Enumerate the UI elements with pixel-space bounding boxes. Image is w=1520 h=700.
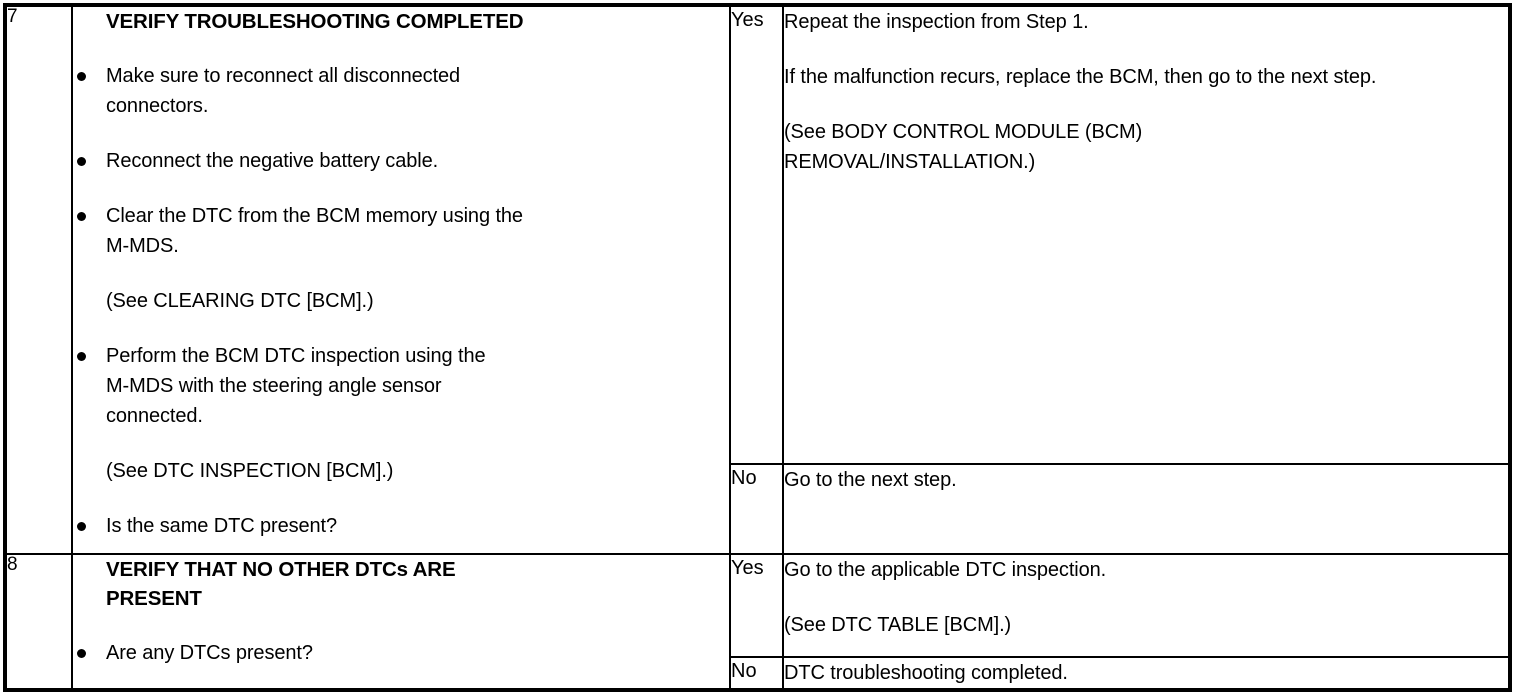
answer-label-no-7: No (729, 463, 784, 555)
list-item: Is the same DTC present? (73, 511, 729, 541)
reference-note: (See DTC INSPECTION [BCM].) (106, 460, 394, 482)
list-item: Perform the BCM DTC inspection using the… (73, 341, 729, 431)
troubleshooting-sheet: 7 VERIFY TROUBLESHOOTING COMPLETED Make … (3, 3, 1512, 692)
inspection-list-7-cont: Perform the BCM DTC inspection using the… (73, 341, 729, 431)
bullet-icon (77, 352, 86, 361)
list-item: Clear the DTC from the BCM memory using … (73, 201, 729, 261)
answer-label: Yes (731, 557, 764, 579)
reference-note: (See CLEARING DTC [BCM].) (106, 290, 374, 312)
inspection-cell-8: VERIFY THAT NO OTHER DTCs ARE PRESENT Ar… (71, 553, 731, 691)
action-line: (See DTC TABLE [BCM].) (784, 614, 1012, 636)
list-item-line: M-MDS with the steering angle sensor (106, 375, 442, 397)
answer-label-yes-8: Yes (729, 553, 784, 658)
bullet-icon (77, 522, 86, 531)
action-paragraph: Go to the applicable DTC inspection. (784, 555, 1508, 585)
action-paragraph: DTC troubleshooting completed. (784, 658, 1508, 688)
list-item: Reconnect the negative battery cable. (73, 146, 729, 176)
answer-label: No (731, 660, 757, 682)
action-line: If the malfunction recurs, replace the B… (784, 66, 1328, 88)
step-heading-line: PRESENT (106, 587, 202, 610)
answer-label-no-8: No (729, 656, 784, 691)
action-cell-no-7: Go to the next step. (782, 463, 1511, 555)
action-paragraph: If the malfunction recurs, replace the B… (784, 62, 1508, 92)
action-cell-yes-7: Repeat the inspection from Step 1. If th… (782, 4, 1511, 465)
list-item-line: Is the same DTC present? (106, 515, 338, 537)
list-item: Make sure to reconnect all disconnected … (73, 61, 729, 121)
table-row: No Go to the next step. (5, 463, 1511, 555)
inspection-cell-7: VERIFY TROUBLESHOOTING COMPLETED Make su… (71, 4, 731, 555)
list-item-line: connectors. (106, 95, 209, 117)
table-row: No DTC troubleshooting completed. (5, 656, 1511, 691)
action-paragraph: (See DTC TABLE [BCM].) (784, 610, 1508, 640)
action-line: Repeat the inspection from Step 1. (784, 11, 1089, 33)
step-number-cell-7: 7 (4, 4, 73, 555)
action-line: REMOVAL/INSTALLATION.) (784, 151, 1036, 173)
step-number-cell-8: 8 (4, 553, 73, 691)
action-line: DTC troubleshooting completed. (784, 662, 1068, 684)
list-item-line: connected. (106, 405, 203, 427)
list-item-line: Clear the DTC from the BCM memory using … (106, 205, 523, 227)
table-row: 8 VERIFY THAT NO OTHER DTCs ARE PRESENT … (4, 553, 1511, 691)
step-number: 8 (7, 554, 18, 575)
step-heading-8: VERIFY THAT NO OTHER DTCs ARE PRESENT (106, 555, 729, 613)
action-line: Go to the next step. (784, 469, 957, 491)
list-item-line: M-MDS. (106, 235, 179, 257)
step-heading-line: VERIFY THAT NO OTHER DTCs ARE (106, 558, 456, 581)
list-item: Are any DTCs present? (73, 638, 729, 668)
list-item-line: Are any DTCs present? (106, 642, 313, 664)
inspection-list-7: Make sure to reconnect all disconnected … (73, 61, 729, 261)
bullet-icon (77, 72, 86, 81)
action-cell-yes-8: Go to the applicable DTC inspection. (Se… (782, 553, 1511, 658)
answer-label: Yes (731, 9, 764, 31)
table-row: 7 VERIFY TROUBLESHOOTING COMPLETED Make … (4, 4, 1511, 555)
action-paragraph: (See BODY CONTROL MODULE (BCM) REMOVAL/I… (784, 117, 1508, 177)
action-paragraph: Repeat the inspection from Step 1. (784, 7, 1508, 37)
list-item-line: Reconnect the negative battery cable. (106, 150, 439, 172)
step-number: 7 (7, 6, 18, 27)
list-item-line: Make sure to reconnect all disconnected (106, 65, 461, 87)
inspection-list-8: Are any DTCs present? (73, 638, 729, 668)
bullet-icon (77, 212, 86, 221)
step-heading-7: VERIFY TROUBLESHOOTING COMPLETED (106, 10, 524, 33)
list-item-line: Perform the BCM DTC inspection using the (106, 345, 486, 367)
answer-label: No (731, 467, 757, 489)
action-line: Go to the applicable DTC inspection. (784, 559, 1107, 581)
answer-label-yes-7: Yes (729, 4, 784, 465)
bullet-icon (77, 157, 86, 166)
action-paragraph: Go to the next step. (784, 465, 1508, 495)
action-line: step. (1333, 66, 1377, 88)
action-line: (See BODY CONTROL MODULE (BCM) (784, 121, 1143, 143)
inspection-list-7-question: Is the same DTC present? (73, 511, 729, 541)
troubleshooting-table: 7 VERIFY TROUBLESHOOTING COMPLETED Make … (3, 3, 1512, 692)
bullet-icon (77, 649, 86, 658)
action-cell-no-8: DTC troubleshooting completed. (782, 656, 1511, 691)
